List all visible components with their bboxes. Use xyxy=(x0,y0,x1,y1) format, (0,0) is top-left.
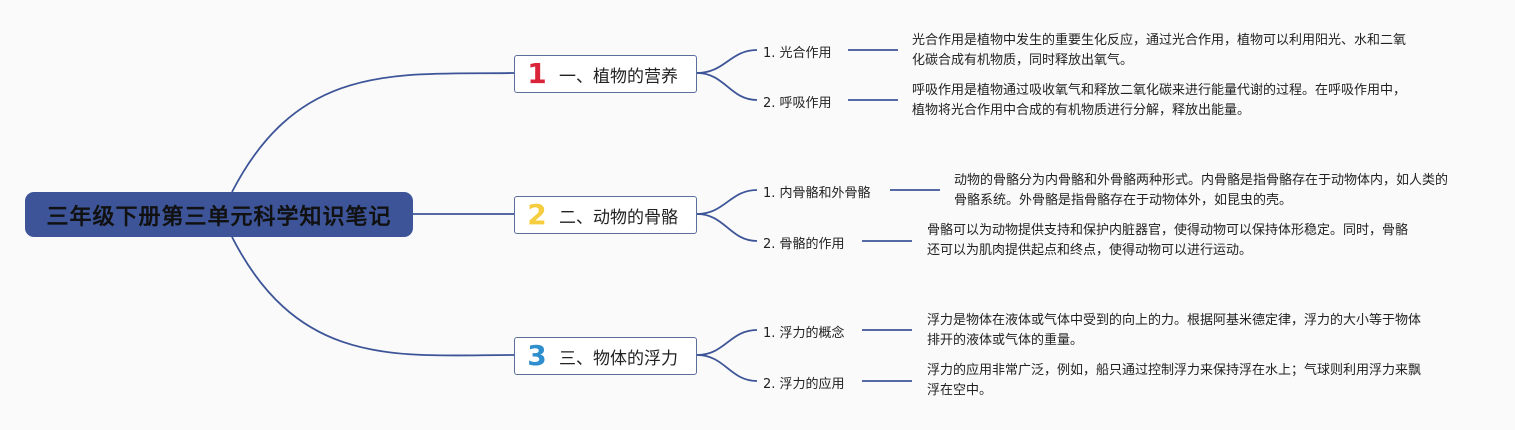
connector-root-section-1 xyxy=(231,72,515,193)
connector-s2-i2 xyxy=(696,213,758,242)
section-label: 三、物体的浮力 xyxy=(559,348,678,369)
number-badge-3: 3 xyxy=(527,339,547,372)
desc-endo-exo-skeleton: 动物的骨骼分为内骨骼和外骨骼两种形式。内骨骼是指骨骼存在于动物体内，如人类的骨骼… xyxy=(954,173,1449,208)
section-label: 一、植物的营养 xyxy=(559,66,678,87)
topic-photosynthesis[interactable]: 1. 光合作用 xyxy=(763,46,832,61)
connector-s3-i1 xyxy=(696,329,758,356)
topic-buoyancy-concept[interactable]: 1. 浮力的概念 xyxy=(763,326,845,341)
topic-respiration[interactable]: 2. 呼吸作用 xyxy=(763,96,832,111)
connector-s1-i1 xyxy=(696,49,758,74)
desc-buoyancy-application: 浮力的应用非常广泛，例如，船只通过控制浮力来保持浮在水上；气球则利用浮力来飘浮在… xyxy=(927,363,1422,398)
connector-root-section-3 xyxy=(231,236,515,357)
section-label: 二、动物的骨骼 xyxy=(559,207,678,228)
desc-buoyancy-concept: 浮力是物体在液体或气体中受到的向上的力。根据阿基米德定律，浮力的大小等于物体排开… xyxy=(927,313,1422,348)
connector-s1-i2 xyxy=(696,72,758,101)
root-title: 三年级下册第三单元科学知识笔记 xyxy=(46,204,392,230)
number-badge-1: 1 xyxy=(527,57,547,90)
desc-respiration: 呼吸作用是植物通过吸收氧气和释放二氧化碳来进行能量代谢的过程。在呼吸作用中，植物… xyxy=(912,83,1407,118)
topic-endo-exo-skeleton[interactable]: 1. 内骨骼和外骨骼 xyxy=(763,186,871,201)
topic-skeleton-function[interactable]: 2. 骨骼的作用 xyxy=(763,237,845,252)
number-badge-2: 2 xyxy=(527,198,547,231)
desc-skeleton-function: 骨骼可以为动物提供支持和保护内脏器官，使得动物可以保持体形稳定。同时，骨骼还可以… xyxy=(927,223,1409,258)
section-buoyancy[interactable]: 3 三、物体的浮力 xyxy=(514,337,697,375)
connector-s3-i2 xyxy=(696,354,758,382)
section-plant-nutrition[interactable]: 1 一、植物的营养 xyxy=(514,55,697,93)
topic-buoyancy-application[interactable]: 2. 浮力的应用 xyxy=(763,377,845,392)
root-topic[interactable]: 三年级下册第三单元科学知识笔记 xyxy=(25,192,413,237)
section-animal-skeleton[interactable]: 2 二、动物的骨骼 xyxy=(514,196,697,234)
connector-s2-i1 xyxy=(696,189,758,215)
desc-photosynthesis: 光合作用是植物中发生的重要生化反应，通过光合作用，植物可以利用阳光、水和二氧化碳… xyxy=(912,33,1407,68)
